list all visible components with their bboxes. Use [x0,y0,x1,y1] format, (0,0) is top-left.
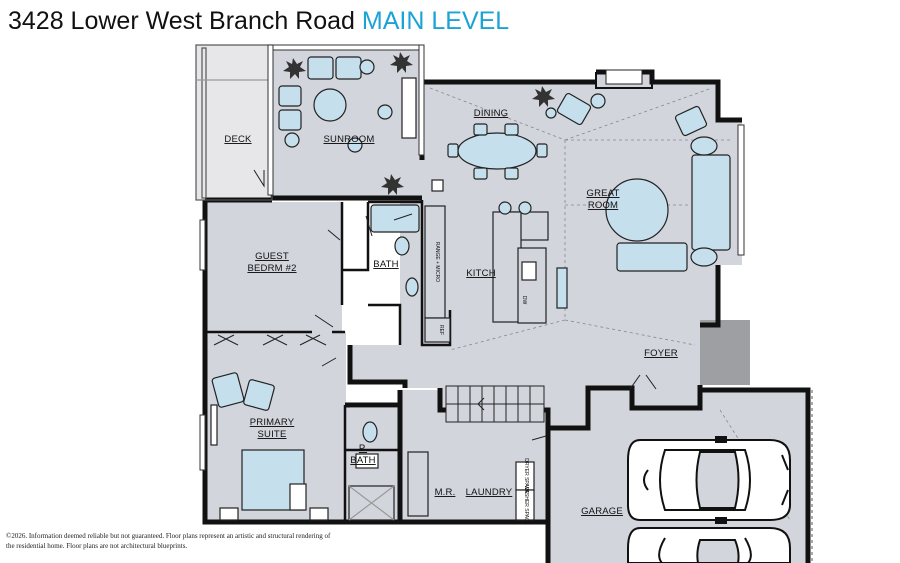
page-title: 3428 Lower West Branch Road MAIN LEVEL [8,4,509,38]
primary-bath-fixtures [348,421,395,521]
plant-icons [283,52,555,195]
label-pbath-1: P. [359,443,367,454]
label-deck: DECK [224,134,252,145]
label-dw: DW [521,296,527,305]
room-labels: DECK SUNROOM DINING GREAT ROOM GUEST BED… [224,108,677,517]
dining-furniture [431,123,548,192]
label-sunroom: SUNROOM [323,134,374,145]
fireplace [605,69,643,85]
label-guest-1: GUEST [255,251,289,262]
label-washer: WASHER SPACE [523,485,529,525]
stairs [445,385,545,423]
label-garage: GARAGE [581,506,623,517]
label-bath: BATH [373,259,398,270]
label-mr: M.R. [435,487,456,498]
disclaimer: ©2026. Information deemed reliable but n… [6,532,331,550]
label-pbath-2: BATH [350,455,375,466]
great-room-furniture [545,92,731,272]
label-ref: REF [438,325,444,335]
deck-area [196,45,272,200]
label-great-1: GREAT [586,188,619,199]
guest-bath-fixtures [370,204,420,297]
windows [199,44,745,471]
sunroom-furniture [278,56,417,153]
kitchen-furniture [424,201,568,343]
address-text: 3428 Lower West Branch Road [8,7,355,35]
appliance-labels: RANGE + MICRO DW REF DRYER SPACE WASHER … [434,242,529,526]
label-foyer: FOYER [644,348,678,359]
label-primary-1: PRIMARY [250,417,295,428]
label-laundry: LAUNDRY [466,487,513,498]
primary-furniture [210,372,329,521]
level-label: MAIN LEVEL [361,7,510,35]
garage-cars [627,436,791,563]
label-dining: DINING [474,108,508,119]
label-great-2: ROOM [588,200,618,211]
label-kitchen: KITCH [466,268,496,279]
doors [213,169,657,441]
label-dryer: DRYER SPACE [523,458,529,494]
guest-area [206,202,342,332]
label-range: RANGE + MICRO [434,242,440,282]
label-guest-2: BEDRM #2 [247,263,296,274]
label-primary-2: SUITE [258,429,287,440]
porch [700,320,750,385]
car-1 [627,436,791,524]
laundry-fixtures [407,451,535,521]
car-2 [627,527,791,563]
